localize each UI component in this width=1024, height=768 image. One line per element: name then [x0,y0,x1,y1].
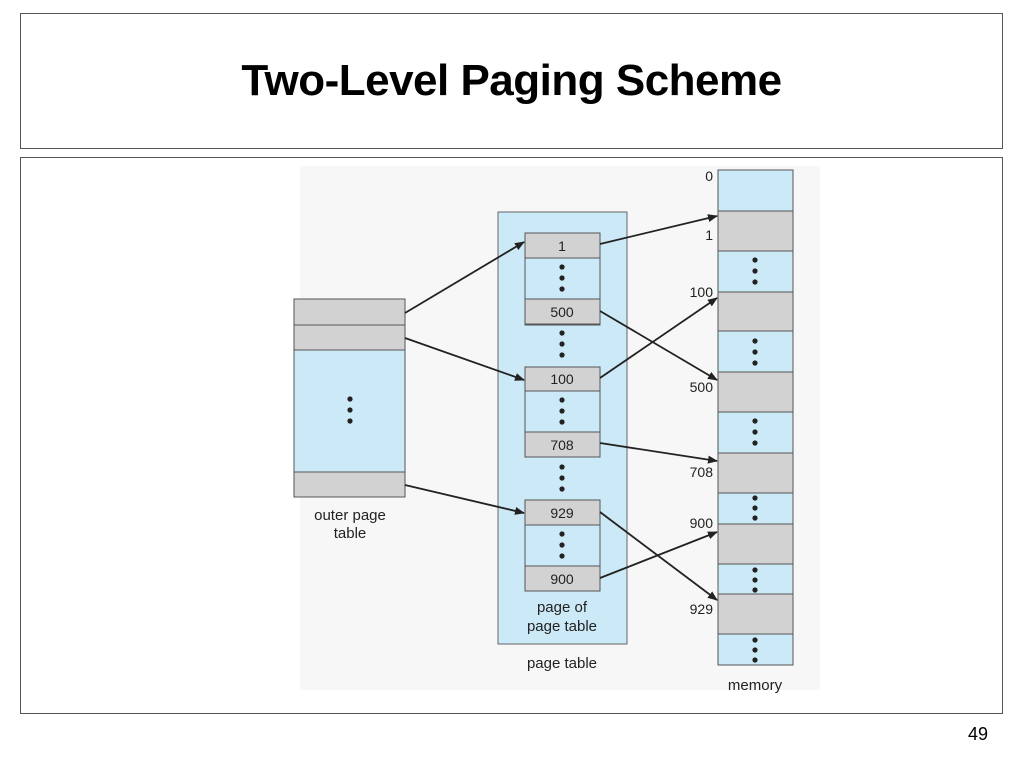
arrow-pte1-to-mem1 [599,214,718,245]
memory-address-0: 0 [705,168,713,184]
pte-1 [524,232,601,259]
pte-708-label: 708 [550,437,574,453]
pte-1-label: 1 [558,238,566,254]
memory-frame-100 [717,291,794,332]
outer-entry-last [293,471,406,498]
memory-address-500: 500 [690,379,714,395]
inner-page-2-ellipsis [559,397,565,425]
inner-page-3-ellipsis [559,531,565,559]
memory-frame-929 [717,593,794,635]
memory-ellipses [752,257,758,663]
memory-address-100: 100 [690,284,714,300]
memory: 0 1 100 500 708 900 929 memory [690,168,794,694]
arrow-outer1-to-page2 [404,337,525,381]
page-table-label: page table [527,655,597,672]
arrow-pte500-to-mem500 [599,310,718,381]
pte-929-label: 929 [550,505,574,521]
inner-page-1-ellipsis [559,264,565,292]
outer-entry-0 [293,298,406,326]
memory-frame-500 [717,371,794,413]
outer-ellipsis [347,396,353,424]
arrow-pte929-to-mem929 [599,511,718,601]
pte-500-label: 500 [550,304,574,320]
title-box: Two-Level Paging Scheme [20,13,1003,149]
page-of-page-table-label-line2: page table [527,618,597,635]
arrow-outer0-to-page1 [404,241,525,314]
between-pages-ellipsis-1 [559,330,565,358]
pte-900 [524,565,601,592]
arrow-outerlast-to-page3 [404,484,525,515]
outer-entry-1 [293,324,406,351]
memory-frame-1 [717,210,794,252]
arrow-pte100-to-mem100 [599,297,718,379]
arrow-pte708-to-mem708 [599,442,718,464]
pte-100-label: 100 [550,371,574,387]
content-box [20,157,1003,714]
pte-100 [524,366,601,392]
outer-page-table-label-line1: outer page [314,507,386,524]
between-pages-ellipsis-2 [559,464,565,492]
page-of-page-table-label-line1: page of [537,599,588,616]
outer-page-table: outer page table [293,298,406,542]
arrow-pte900-to-mem900 [599,531,718,579]
memory-address-929: 929 [690,601,714,617]
memory-address-1: 1 [705,227,713,243]
memory-label: memory [728,677,783,694]
slide-title: Two-Level Paging Scheme [241,56,782,105]
page-number: 49 [967,724,988,744]
pte-900-label: 900 [550,571,574,587]
arrows [404,214,718,601]
memory-frame-708 [717,452,794,494]
page-table: 1 500 100 708 929 900 page of page ta [497,211,628,672]
pte-500 [524,298,601,325]
memory-frame-900 [717,523,794,565]
memory-address-708: 708 [690,464,714,480]
pte-708 [524,431,601,458]
memory-address-900: 900 [690,515,714,531]
outer-page-table-label-line2: table [334,525,367,542]
